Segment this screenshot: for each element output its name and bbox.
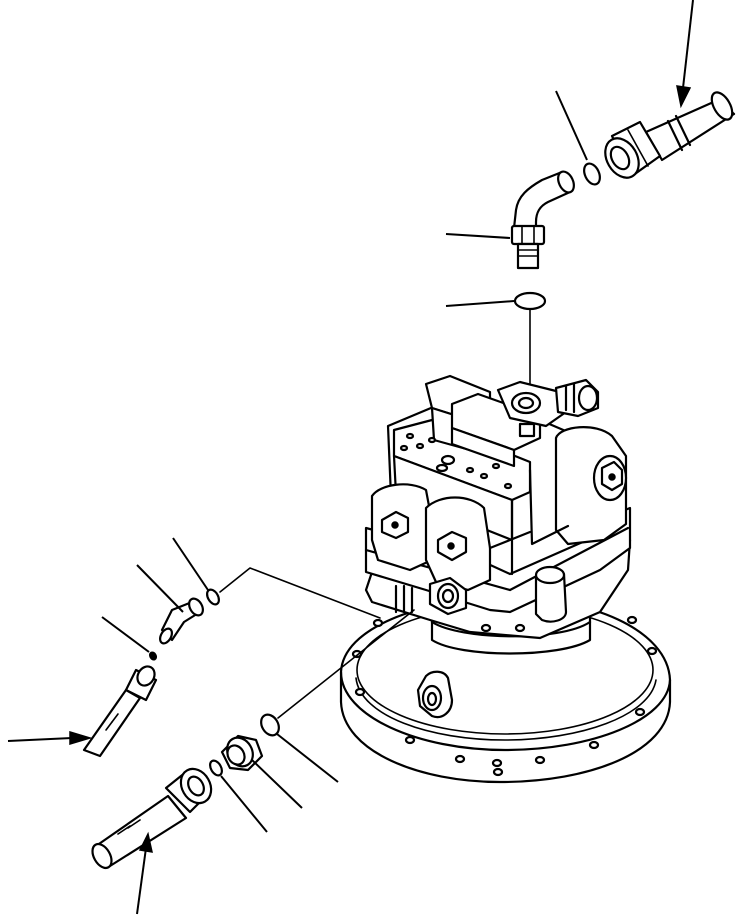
leader-o-ring-tiny-left: [101, 616, 150, 653]
hose-small-left: [82, 665, 158, 758]
hose-upper-right: [604, 91, 736, 179]
flange-boss: [416, 670, 454, 719]
o-ring-flange: [260, 713, 280, 737]
leader-o-ring-mid: [445, 300, 515, 307]
o-ring-lower: [209, 759, 223, 777]
leader-connector-lower: [251, 759, 303, 809]
leader-hose-small-left: [7, 730, 93, 746]
o-ring-tiny-left: [148, 651, 158, 661]
assembly-centerline-left: [219, 567, 381, 619]
leader-hose-upper-right: [676, 0, 694, 109]
elbow-small-left: [159, 597, 204, 645]
flange-bolt-holes: [351, 615, 658, 777]
assembly-centerline-lower: [277, 609, 415, 719]
elbow-upper: [510, 170, 575, 270]
swing-motor-assembly: [364, 374, 632, 655]
leader-o-ring-flange: [276, 733, 339, 783]
o-ring-small-left: [206, 588, 220, 606]
leader-elbow-small-left: [136, 564, 184, 613]
leader-o-ring-lower: [220, 775, 268, 833]
connector-lower: [220, 734, 264, 772]
leader-hose-lower-left: [136, 831, 153, 915]
o-ring-upper: [583, 162, 601, 186]
leader-o-ring-upper: [555, 90, 588, 161]
o-ring-mid: [513, 291, 547, 311]
leader-o-ring-small-left: [172, 537, 209, 591]
hose-lower-left: [91, 767, 213, 870]
leader-elbow-upper: [445, 233, 511, 239]
